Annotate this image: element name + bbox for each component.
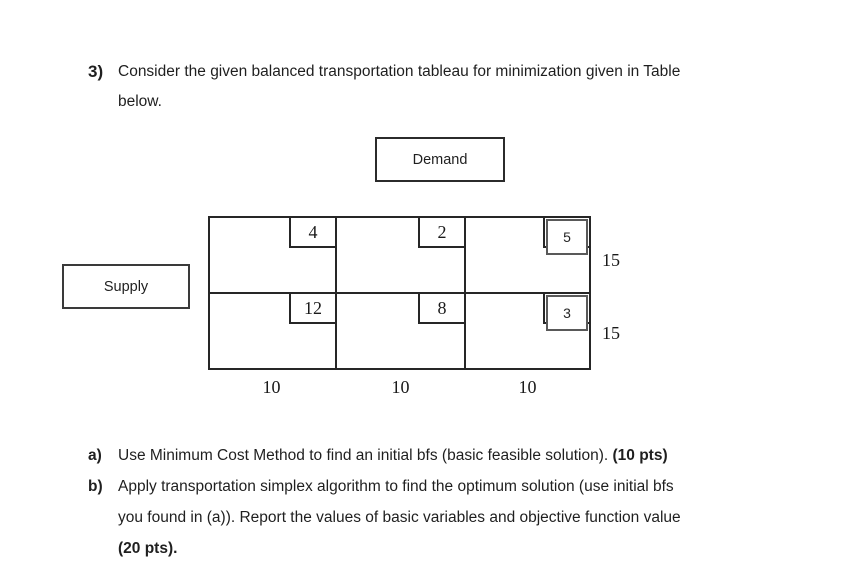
task-a-text: Use Minimum Cost Method to find an initi… [118, 440, 808, 471]
task-a-points: (10 pts) [612, 447, 668, 464]
cost-box-r1c1: 4 [289, 218, 335, 248]
cost-value-r1c1: 4 [308, 221, 318, 242]
supply-value-row2: 15 [602, 323, 620, 343]
task-a: a) Use Minimum Cost Method to find an in… [88, 440, 808, 471]
task-b: b) Apply transportation simplex algorith… [88, 471, 808, 564]
cost-box-r1c2: 2 [418, 218, 464, 248]
task-list: a) Use Minimum Cost Method to find an in… [88, 440, 808, 564]
task-b-points: (20 pts). [118, 540, 178, 557]
cost-value-r2c2: 8 [437, 297, 447, 318]
task-a-label: a) [88, 447, 102, 464]
supply-label: Supply [103, 278, 149, 295]
task-b-line-1: Apply transportation simplex algorithm t… [118, 478, 674, 495]
supply-label-box: Supply [62, 264, 190, 309]
question-text: Consider the given balanced transportati… [118, 57, 680, 117]
cost-value-r1c2: 2 [437, 221, 447, 242]
task-b-label: b) [88, 478, 103, 495]
demand-value-col2: 10 [391, 377, 410, 397]
tableau-cell-r2c3: 3 [466, 294, 589, 368]
cost-value-r2c1: 12 [304, 297, 322, 318]
question-text-line-1: Consider the given balanced transportati… [118, 63, 681, 80]
tableau-cell-r2c1: 12 [210, 294, 337, 368]
question-number: 3) [88, 62, 104, 81]
task-a-body: Use Minimum Cost Method to find an initi… [118, 447, 609, 464]
cost-tag-box-r2c3: 3 [546, 295, 588, 331]
question-title: 3) Consider the given balanced transport… [88, 57, 680, 117]
tableau-cell-r1c1: 4 [210, 218, 337, 294]
cost-value-r1c3: 5 [563, 229, 571, 245]
task-b-line-2: you found in (a)). Report the values of … [118, 509, 681, 526]
cost-tag-box-r1c3: 5 [546, 219, 588, 255]
demand-value-col3: 10 [518, 377, 537, 397]
demand-label: Demand [412, 151, 468, 168]
cost-box-r2c1: 12 [289, 294, 335, 324]
task-b-text: Apply transportation simplex algorithm t… [118, 471, 808, 564]
tableau-cell-r2c2: 8 [337, 294, 466, 368]
question-text-line-2: below. [118, 93, 162, 110]
cost-value-r2c3: 3 [563, 305, 571, 321]
tableau-cell-r1c2: 2 [337, 218, 466, 294]
transportation-tableau: 4 2 5 12 8 3 [208, 216, 591, 370]
tableau-cell-r1c3: 5 [466, 218, 589, 294]
cost-box-r2c2: 8 [418, 294, 464, 324]
demand-label-box: Demand [375, 137, 505, 182]
demand-value-col1: 10 [262, 377, 281, 397]
supply-value-row1: 15 [602, 250, 620, 270]
